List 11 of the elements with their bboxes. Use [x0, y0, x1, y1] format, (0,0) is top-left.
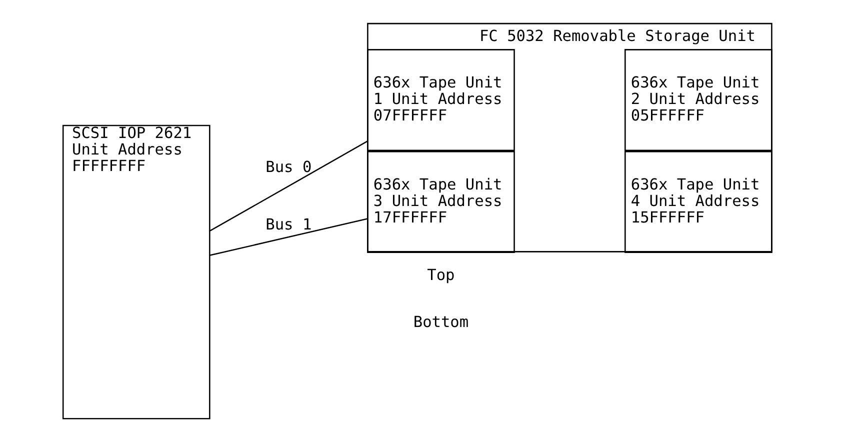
edge-label: Bus 0: [266, 158, 312, 176]
label: Bottom: [413, 313, 469, 332]
node-box: 636x Tape Unit 2 Unit Address 05FFFFFF: [624, 49, 772, 151]
connector: [210, 140, 368, 232]
node-box: SCSI IOP 2621 Unit Address FFFFFFFF: [62, 124, 210, 420]
connector: [210, 218, 368, 256]
label: Top: [427, 266, 455, 284]
node-box: 636x Tape Unit 1 Unit Address 07FFFFFF: [367, 49, 515, 151]
edge-label: Bus 1: [266, 216, 312, 234]
node-box: 636x Tape Unit 3 Unit Address 17FFFFFF: [367, 151, 515, 253]
node-box: 636x Tape Unit 4 Unit Address 15FFFFFF: [624, 151, 772, 253]
